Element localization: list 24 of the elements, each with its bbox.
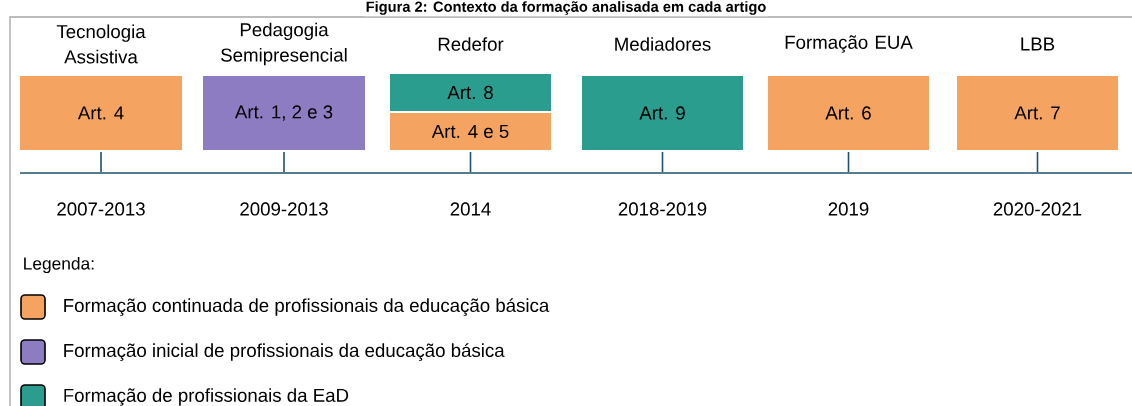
year-label: 2018-2019 [618, 202, 707, 216]
box-heading: Formação EUA [785, 35, 913, 53]
legend-text: Formação continuada de profissionais da educação básica [64, 298, 550, 316]
box-heading: LBB [1021, 37, 1055, 51]
legend-heading: Legenda: [24, 256, 94, 274]
year-label: 2009-2013 [240, 202, 328, 216]
box-heading: Pedagogia Semipresencial [221, 22, 347, 66]
box-heading: Mediadores [615, 37, 711, 51]
article-box: Art. 1, 2 e 3 [203, 76, 365, 150]
legend-text: Formação de profissionais da EaD [64, 388, 349, 406]
box-heading: Redefor [438, 37, 504, 51]
year-label: 2019 [828, 202, 869, 216]
article-box: Art. 9 [582, 76, 743, 150]
legend-text: Formação inicial de profissionais da educação básica [64, 343, 505, 361]
article-box: Art. 4 [20, 76, 182, 150]
box-heading: Tecnologia Assistiva [56, 24, 146, 64]
article-box: Art. 6 [768, 76, 929, 150]
article-box: Art. 4 e 5 [390, 113, 551, 150]
figure-title: Figura 2: Contexto da formação analisada em cada artigo [364, 0, 768, 17]
year-label: 2014 [450, 202, 491, 216]
year-label: 2020-2021 [993, 202, 1082, 216]
year-label: 2007-2013 [57, 202, 145, 216]
article-box: Art. 7 [957, 76, 1118, 150]
article-box: Art. 8 [390, 74, 551, 111]
